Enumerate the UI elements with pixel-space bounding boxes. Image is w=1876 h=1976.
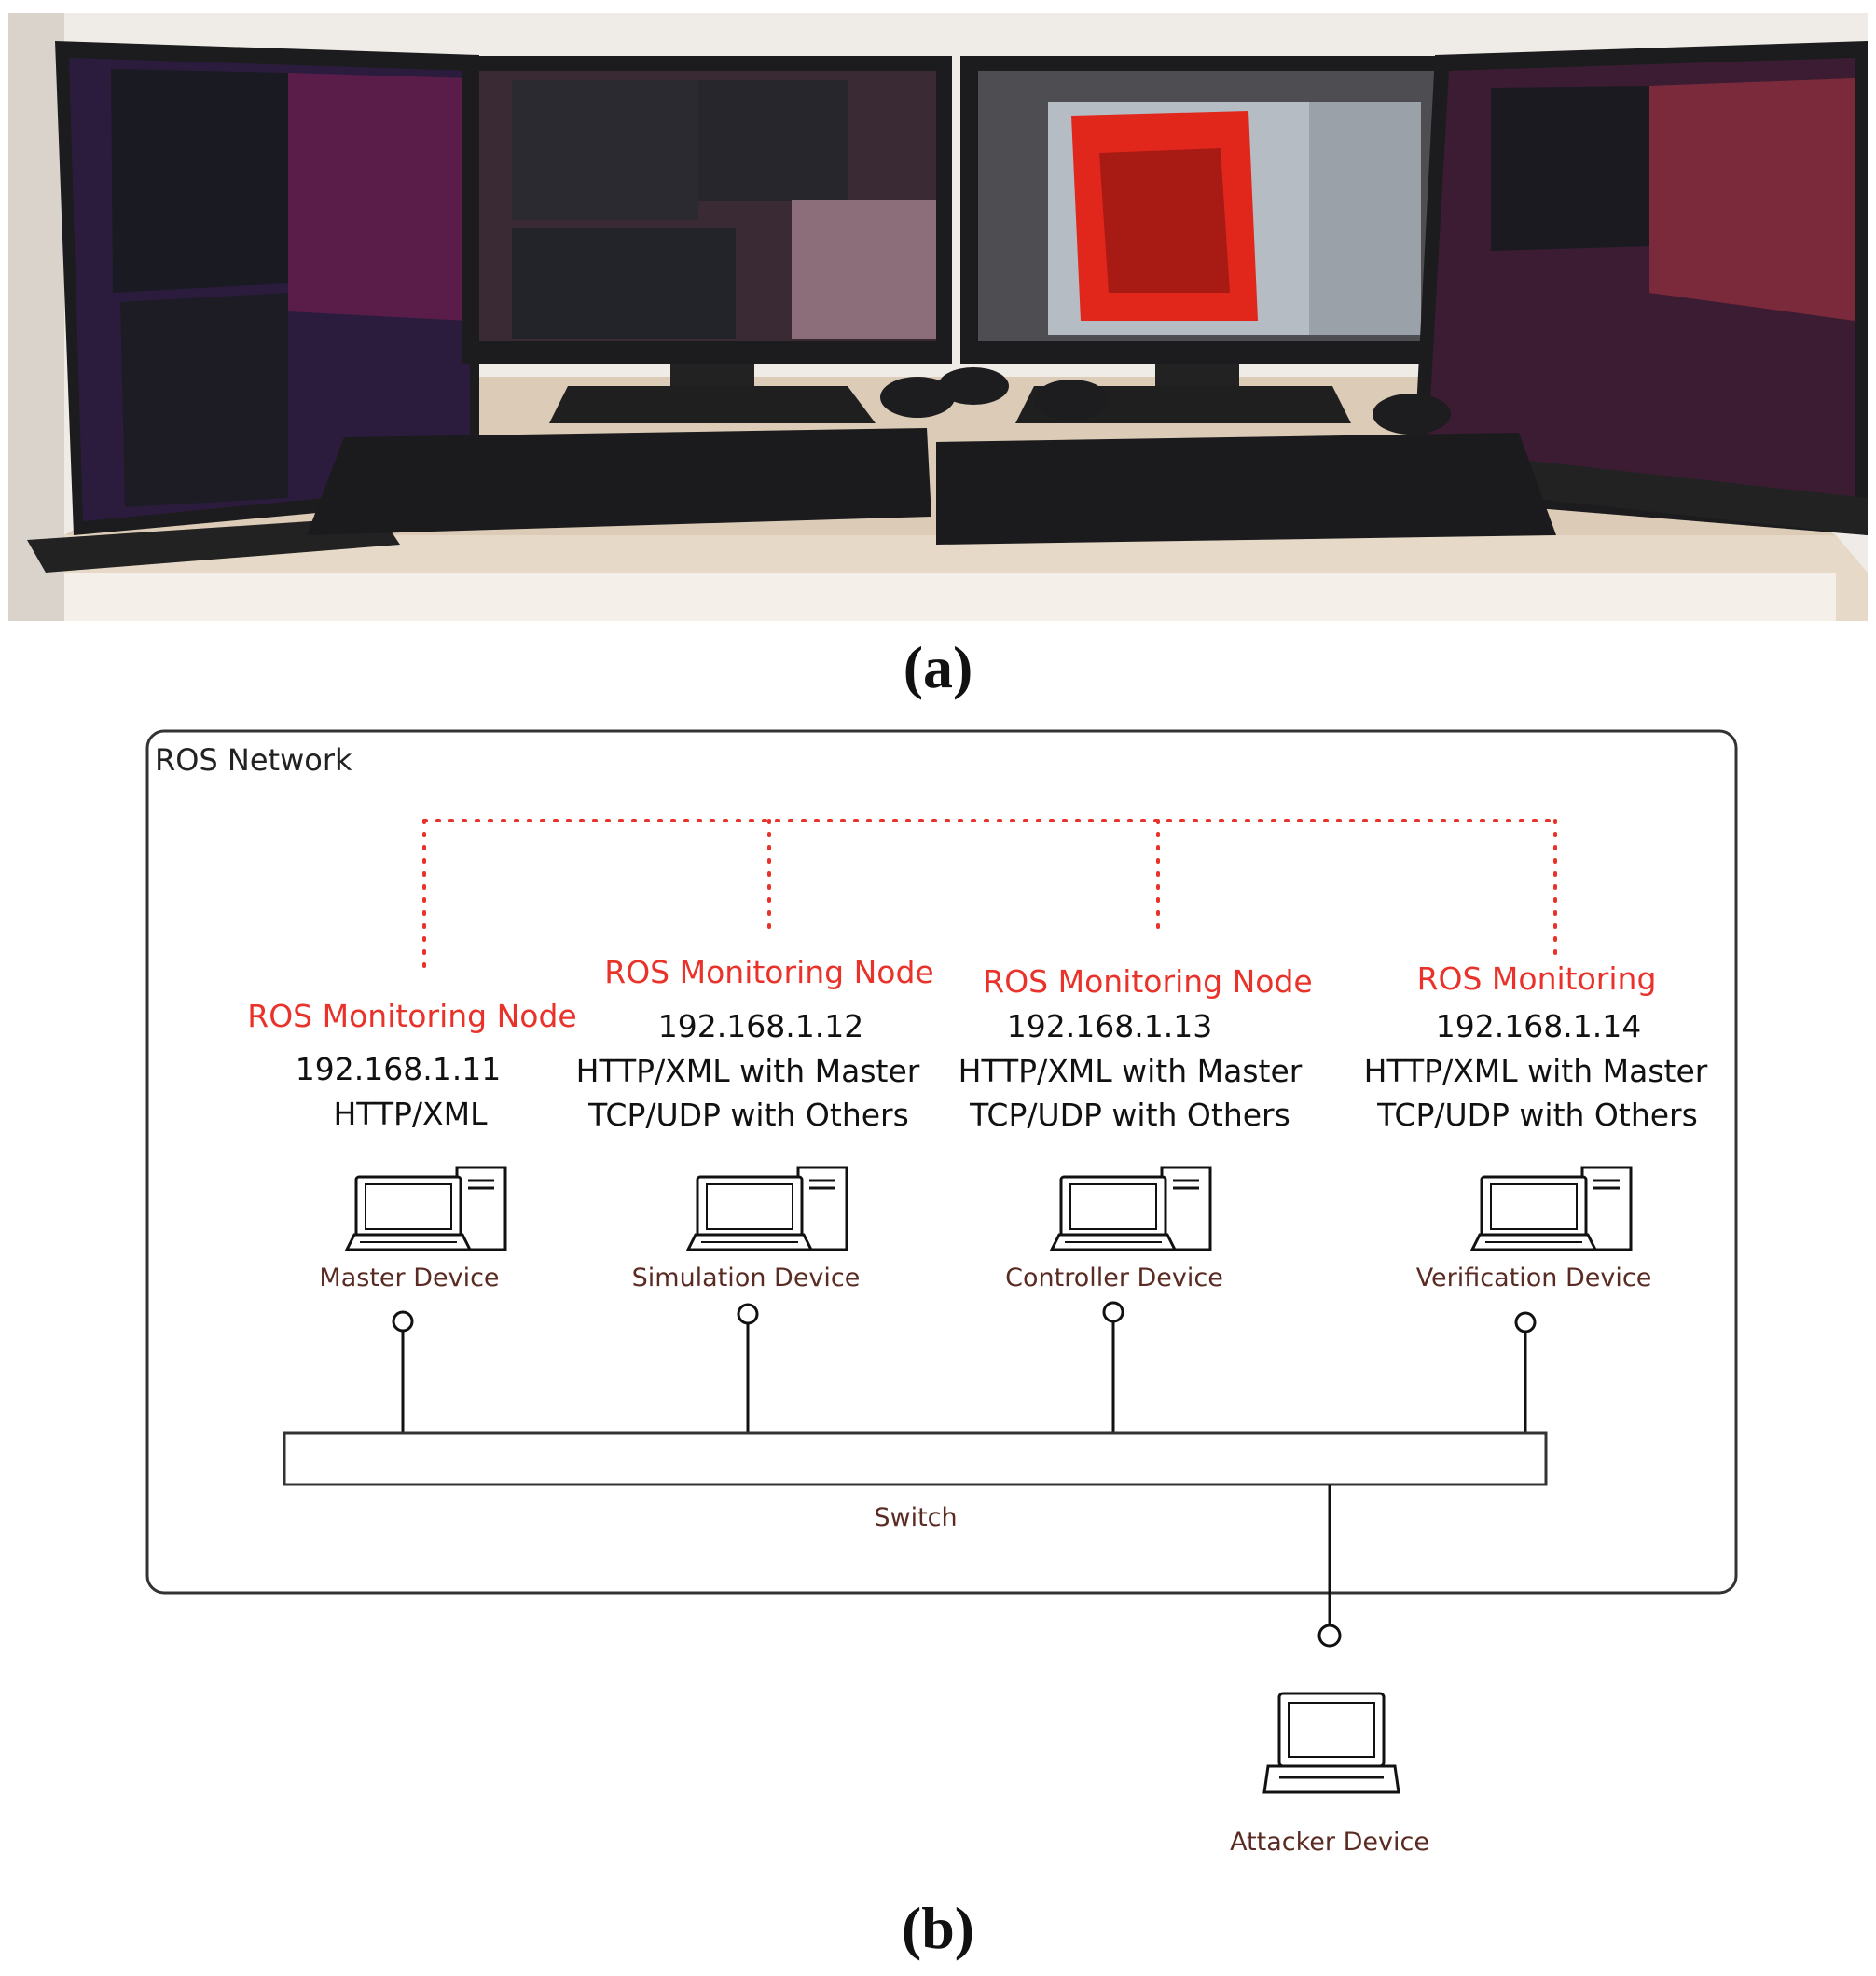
mouse-4	[1373, 394, 1451, 435]
node-ip: 192.168.1.12	[658, 1008, 863, 1044]
computer-icon	[345, 1166, 507, 1251]
lab-setup-photo	[8, 13, 1868, 621]
monitor-center-right	[960, 56, 1450, 423]
node-protocol-master: HTTP/XML with Master	[959, 1053, 1303, 1089]
desk-front	[64, 573, 1836, 621]
ros-network-boundary	[145, 729, 1738, 1595]
node-master: ROS Monitoring Node 192.168.1.11 HTTP/XM…	[247, 998, 577, 1433]
device-label: Verification Device	[1416, 1264, 1652, 1292]
switch-label: Switch	[874, 1503, 957, 1532]
laptop-icon	[1262, 1692, 1400, 1794]
node-ip: 192.168.1.13	[1007, 1008, 1212, 1044]
node-simulation: ROS Monitoring Node 192.168.1.12 HTTP/XM…	[576, 954, 934, 1433]
node-controller: ROS Monitoring Node 192.168.1.13 HTTP/XM…	[959, 963, 1313, 1433]
node-verification: ROS Monitoring 192.168.1.14 HTTP/XML wit…	[1364, 960, 1708, 1433]
mouse-3	[1034, 380, 1109, 421]
monitoring-links	[422, 819, 1557, 979]
keyboard-right	[936, 433, 1556, 545]
attacker-device: Attacker Device	[1230, 1485, 1429, 1857]
computer-icon	[686, 1166, 848, 1251]
computer-icon	[1470, 1166, 1633, 1251]
network-title: ROS Network	[155, 742, 352, 778]
monitor-center-left	[462, 56, 952, 423]
node-protocol-master: HTTP/XML with Master	[1364, 1053, 1708, 1089]
port-connector	[1514, 1311, 1537, 1333]
port-connector	[1102, 1301, 1124, 1323]
node-protocol-master: HTTP/XML with Master	[576, 1053, 920, 1089]
device-label: Controller Device	[1005, 1264, 1223, 1292]
node-ip: 192.168.1.14	[1436, 1008, 1641, 1044]
port-connector	[737, 1303, 759, 1325]
device-label: Simulation Device	[632, 1264, 861, 1292]
caption-b: (b)	[901, 1895, 975, 1961]
keyboard-left	[307, 428, 931, 535]
mouse-2	[938, 367, 1009, 405]
monitor-left	[27, 41, 479, 573]
node-protocol-others: TCP/UDP with Others	[969, 1097, 1290, 1133]
node-title: ROS Monitoring Node	[247, 998, 576, 1034]
node-ip: 192.168.1.11	[296, 1051, 501, 1087]
switch-bar	[283, 1431, 1548, 1486]
node-title: ROS Monitoring Node	[604, 954, 933, 990]
computer-icon	[1050, 1166, 1212, 1251]
node-title: ROS Monitoring	[1417, 960, 1657, 997]
attacker-label: Attacker Device	[1230, 1828, 1429, 1857]
monitor-right	[1412, 41, 1868, 535]
node-protocol-others: TCP/UDP with Others	[1376, 1097, 1698, 1133]
node-protocol-others: TCP/UDP with Others	[587, 1097, 909, 1133]
wall-shadow	[8, 13, 64, 621]
node-title: ROS Monitoring Node	[983, 963, 1312, 1000]
caption-a: (a)	[903, 634, 973, 700]
device-label: Master Device	[319, 1264, 499, 1292]
node-protocol: HTTP/XML	[333, 1096, 488, 1132]
attacker-port-connector	[1317, 1624, 1342, 1648]
mouse-1	[880, 377, 955, 418]
port-connector	[392, 1310, 414, 1333]
